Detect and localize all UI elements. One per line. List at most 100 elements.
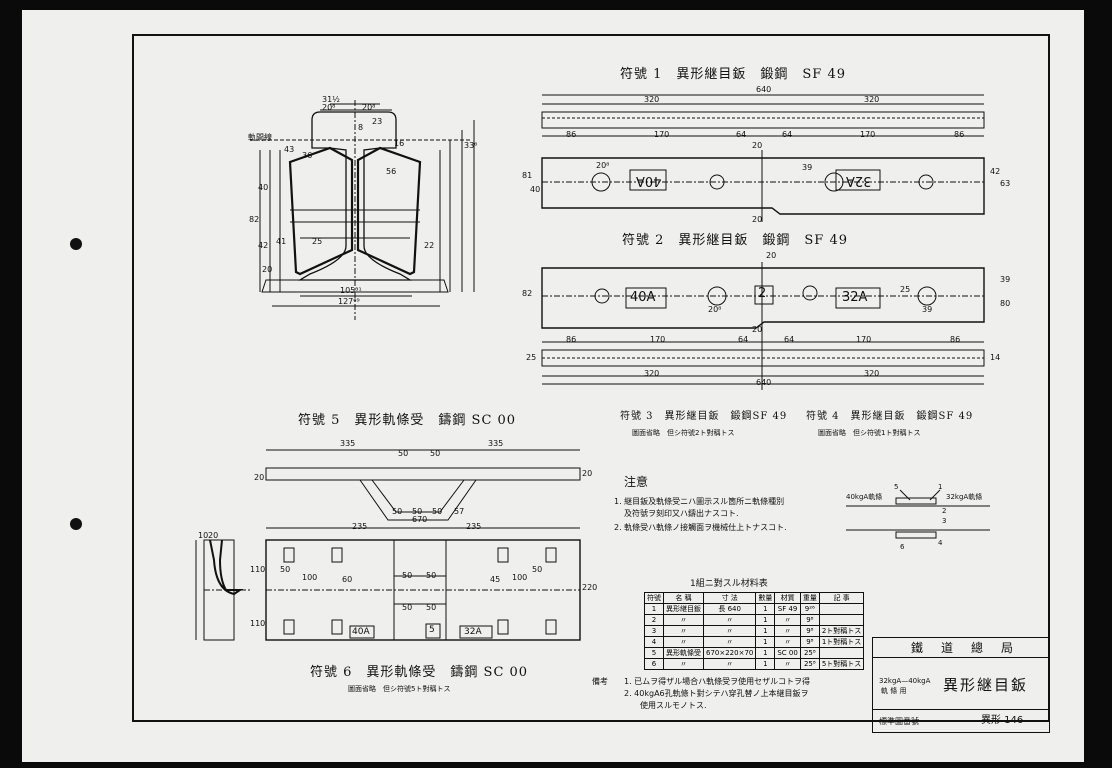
cell: 25⁸ xyxy=(799,647,820,659)
dim-half: 320 xyxy=(644,369,660,378)
stamp-40a: 40A xyxy=(352,627,370,637)
cell: 〃 xyxy=(663,614,704,626)
dim-label: 20 xyxy=(262,265,273,274)
cell: 〃 xyxy=(774,658,801,670)
stamp-32a: 32A xyxy=(846,173,872,188)
dim-overall: 670 xyxy=(412,515,428,524)
cell: 〃 xyxy=(663,625,704,637)
cell: 1 xyxy=(755,614,776,626)
cell xyxy=(818,614,865,626)
dim-misc: 20 xyxy=(254,473,265,482)
gauge-line-label: 軌間線 xyxy=(248,133,272,142)
chair-section xyxy=(195,539,250,641)
table-row: 5 異形軌條受 670×220×70 1 SC 00 25⁸ xyxy=(644,647,865,659)
cell: 9⁸ xyxy=(799,636,820,648)
remark-1: 1. 已ムヲ得ザル場合ハ軌條受ヲ使用セザルコトヲ得 xyxy=(624,677,811,686)
dim-label: 33⁶ xyxy=(464,141,478,150)
dim-label: 36 xyxy=(302,151,313,160)
cell xyxy=(818,647,865,659)
title-block-org-row: 鐵 道 總 局 xyxy=(873,638,1049,658)
dim-fifty: 50 xyxy=(532,565,543,574)
col-header: 數量 xyxy=(755,592,776,604)
note-1b: 及符號ヲ刻印又ハ鑄出ナスコト. xyxy=(624,509,739,518)
dim-fifty: 50 xyxy=(426,571,437,580)
assembly-num: 3 xyxy=(942,517,947,525)
dim-label: 20⁸ xyxy=(322,103,336,112)
dim-height: 40 xyxy=(530,185,541,194)
col-header: 記 事 xyxy=(818,592,865,604)
dim-seg: 64 xyxy=(782,130,793,139)
assembly-num: 2 xyxy=(942,507,947,515)
materials-table: 符號 名 稱 寸 法 數量 材質 重量 記 事 1 異形継目鈑 長 640 1 … xyxy=(644,592,865,670)
drawing-frame xyxy=(132,34,1050,722)
stamp-32a: 32A xyxy=(464,627,482,637)
title-no1: 符號 1 異形継目鈑 鍛鋼 SF 49 xyxy=(620,67,847,82)
col-header: 重量 xyxy=(799,592,820,604)
table-header-row: 符號 名 稱 寸 法 數量 材質 重量 記 事 xyxy=(644,592,865,604)
dim-seg: 64 xyxy=(736,130,747,139)
assembly-num: 1 xyxy=(938,483,943,491)
dim-offset: 20 xyxy=(752,325,763,334)
dim-height: 63 xyxy=(1000,179,1011,188)
dim-label: 23 xyxy=(372,117,383,126)
cell: 〃 xyxy=(663,636,704,648)
subtitle-no4: 圖面省略 但シ符號1ト對稱トス xyxy=(818,429,921,437)
cell: 異形軌條受 xyxy=(663,647,704,659)
org-name: 鐵 道 總 局 xyxy=(911,641,1017,655)
cell: 2ト對稱トス xyxy=(818,625,865,637)
dim-small: 25 xyxy=(900,285,911,294)
dim-label: 20⁸ xyxy=(362,103,376,112)
binding-hole xyxy=(70,518,82,530)
binding-hole xyxy=(70,238,82,250)
dim-misc: 57 xyxy=(454,507,465,516)
dim-seg: 86 xyxy=(566,130,577,139)
cell: 25⁸ xyxy=(799,658,820,670)
dim-fifty: 50 xyxy=(432,507,443,516)
note-2: 2. 軌條受ハ軌條ノ接觸面ヲ機械仕上トナスコト. xyxy=(614,523,787,532)
dim-height: 39 xyxy=(1000,275,1011,284)
dim-label: 127⁶⁹ xyxy=(338,297,360,306)
cell: 2 xyxy=(644,614,664,626)
stamp-32a: 32A xyxy=(842,290,868,305)
col-header: 名 稱 xyxy=(663,592,704,604)
dim-height: 42 xyxy=(990,167,1001,176)
cell: 異形継目鈑 xyxy=(663,603,704,615)
std-number: 異形 146 xyxy=(981,715,1024,726)
dim-fifty: 50 xyxy=(426,603,437,612)
stamp-5: 5 xyxy=(429,625,435,635)
cell: 4 xyxy=(644,636,664,648)
dim-misc: 110 xyxy=(250,565,266,574)
plate-1-plan xyxy=(541,94,985,222)
assembly-right-label: 32kgA軌條 xyxy=(946,493,983,501)
cell: 長 640 xyxy=(702,603,757,615)
dim-height: 80 xyxy=(1000,299,1011,308)
col-header: 材質 xyxy=(774,592,801,604)
table-row: 4 〃 〃 1 〃 9⁸ 1ト對稱トス xyxy=(644,636,865,648)
dim-offset: 20 xyxy=(766,251,777,260)
cell: 〃 xyxy=(663,658,704,670)
cell: SF 49 xyxy=(774,603,801,615)
std-label: 標準圖番號 xyxy=(879,717,919,726)
subtitle-no6: 圖面省略 但シ符號5ト對稱トス xyxy=(348,685,451,693)
cell: 1 xyxy=(755,625,776,637)
title-no3: 符號 3 異形継目鈑 鍛鋼SF 49 xyxy=(620,411,788,422)
rail-section-drawing xyxy=(250,100,475,320)
dim-height: 14 xyxy=(990,353,1001,362)
assembly-sketch xyxy=(846,489,990,539)
cell: 〃 xyxy=(702,614,757,626)
table-row: 3 〃 〃 1 〃 9⁸ 2ト對稱トス xyxy=(644,625,865,637)
dim-seg: 86 xyxy=(954,130,965,139)
title-block-main-row: 32kgA—40kgA 軌 條 用 異形継目鈑 xyxy=(873,658,1049,710)
dim-misc: 220 xyxy=(582,583,598,592)
dim-label: 40 xyxy=(258,183,269,192)
cell xyxy=(818,603,865,615)
cell: 〃 xyxy=(702,625,757,637)
cell: 670×220×70 xyxy=(702,647,757,659)
dim-misc: 110 xyxy=(250,619,266,628)
dim-label: 82 xyxy=(249,215,260,224)
dim-label: 16 xyxy=(394,139,405,148)
stamp-2: 2 xyxy=(758,286,767,301)
dim-height: 82 xyxy=(522,289,533,298)
dim-label: 25 xyxy=(312,237,323,246)
